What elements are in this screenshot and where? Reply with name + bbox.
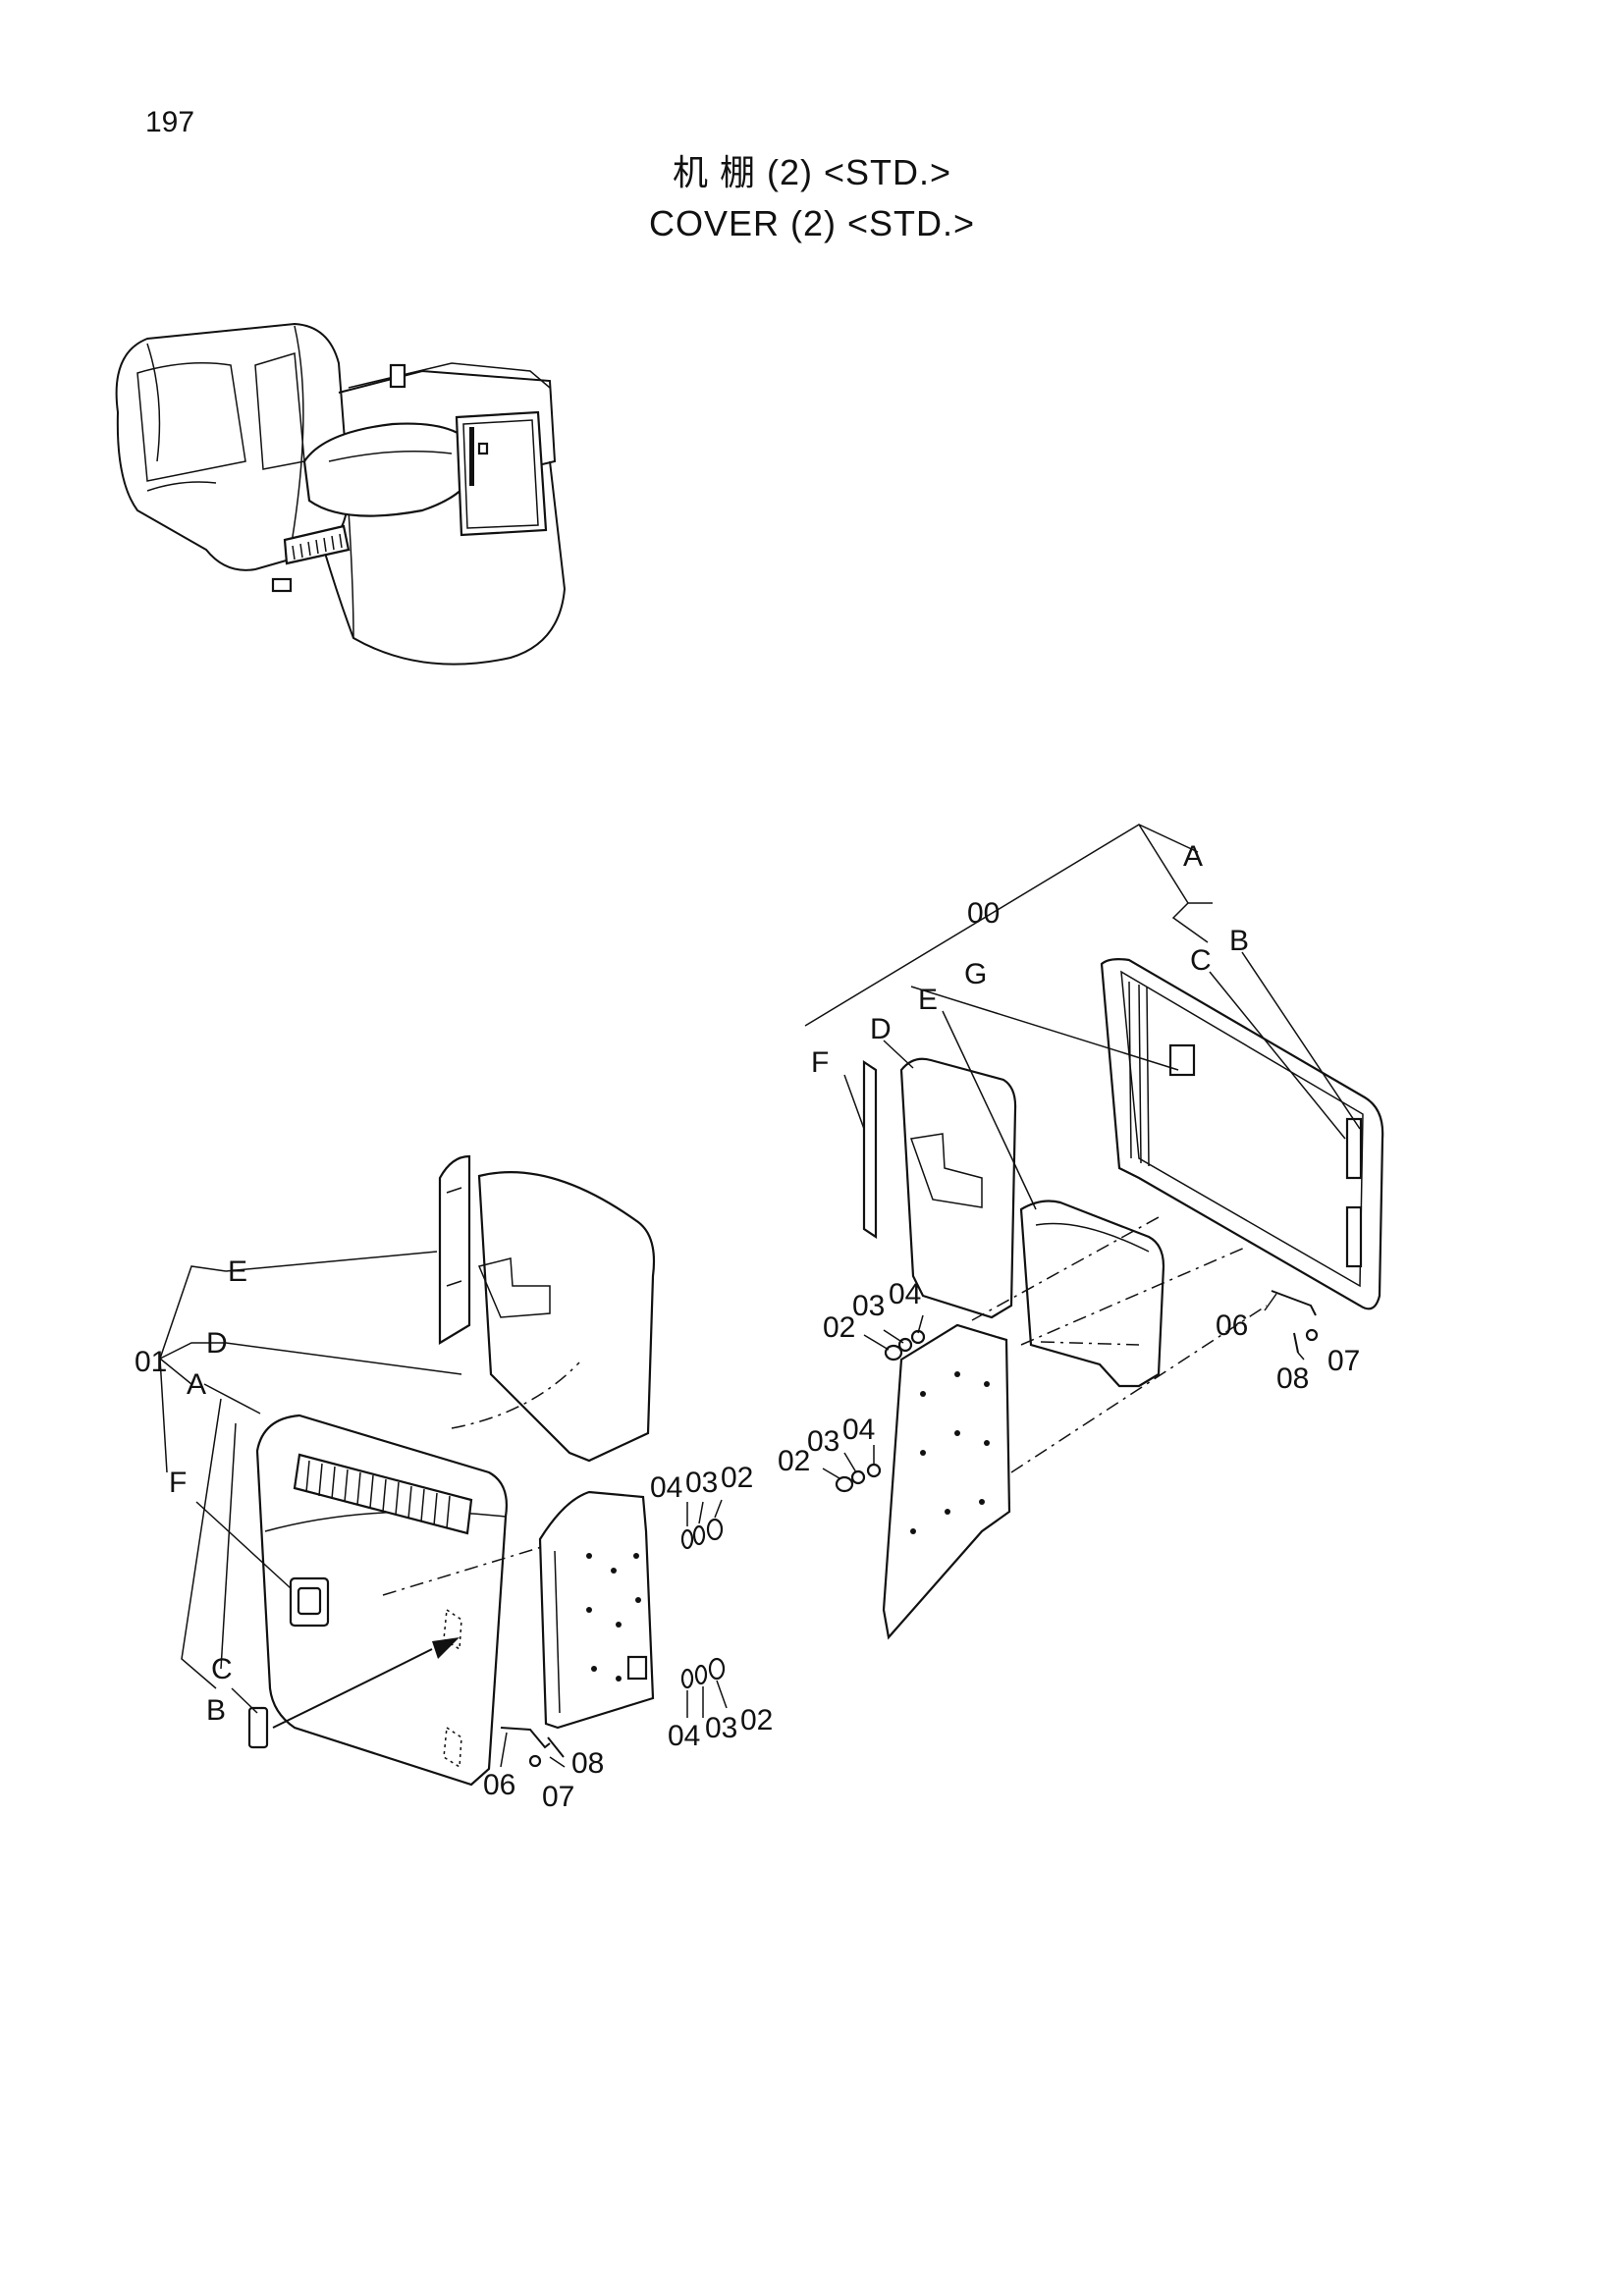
left-callout-02-upper: 02 [721, 1462, 753, 1494]
right-callout-d: D [870, 1013, 892, 1045]
right-callout-00: 00 [967, 897, 1000, 930]
left-callout-01: 01 [135, 1346, 167, 1378]
left-insulation-d [477, 1170, 656, 1463]
right-callout-f: F [811, 1046, 829, 1079]
left-callout-c: C [211, 1653, 233, 1685]
left-bracket-plate [538, 1490, 655, 1730]
right-callout-g: G [964, 958, 987, 990]
left-callout-08: 08 [571, 1747, 604, 1780]
left-latch-b [247, 1706, 269, 1749]
left-callout-04-lower: 04 [668, 1720, 700, 1752]
left-handle-f [289, 1576, 330, 1628]
right-callout-02-upper: 02 [823, 1311, 855, 1344]
left-callout-06: 06 [483, 1769, 515, 1801]
left-insulation-e [438, 1154, 471, 1345]
excavator-overview [115, 322, 567, 666]
right-callout-c: C [1190, 944, 1212, 977]
left-callout-02-lower: 02 [740, 1704, 773, 1736]
left-panel-louvers [293, 1453, 473, 1535]
right-callout-04-upper: 04 [889, 1278, 921, 1310]
page-title: 机 棚 (2) <STD.> COVER (2) <STD.> [0, 147, 1624, 249]
right-callout-02-lower: 02 [778, 1445, 810, 1477]
right-callout-b: B [1229, 925, 1249, 957]
left-callout-03-upper: 03 [685, 1467, 718, 1499]
title-chinese: 机 棚 (2) <STD.> [672, 152, 952, 192]
right-callout-06: 06 [1216, 1309, 1248, 1342]
right-callout-03-lower: 03 [807, 1425, 839, 1458]
louver-grille [283, 524, 351, 565]
left-callout-e: E [228, 1255, 247, 1288]
left-callout-a: A [187, 1368, 206, 1401]
right-insulation-e [1019, 1200, 1165, 1388]
left-callout-f: F [169, 1467, 187, 1499]
left-callout-03-lower: 03 [705, 1712, 737, 1744]
left-callout-04-upper: 04 [650, 1471, 682, 1504]
right-callout-a: A [1183, 840, 1203, 873]
right-insulation-d [899, 1057, 1017, 1319]
left-callout-b: B [206, 1694, 226, 1727]
title-english: COVER (2) <STD.> [648, 203, 976, 243]
left-callout-d: D [206, 1327, 228, 1360]
right-callout-03-upper: 03 [852, 1290, 885, 1322]
left-callout-07: 07 [542, 1781, 574, 1813]
assembly-arrow [272, 1648, 433, 1729]
right-callout-08: 08 [1276, 1362, 1309, 1395]
left-fasteners-lower [680, 1657, 726, 1689]
right-cover-assembly: A 00 B C G E D F 02 03 04 02 03 04 06 07… [778, 824, 1384, 1640]
right-bracket-plate [882, 1323, 1011, 1640]
right-callout-04-lower: 04 [842, 1414, 875, 1446]
left-cover-assembly: E D 01 A F C B 04 03 02 04 03 02 06 07 0… [135, 1154, 773, 1813]
right-strip-f [862, 1059, 878, 1240]
right-fasteners-lower [835, 1463, 882, 1493]
left-fasteners-upper [680, 1518, 724, 1550]
right-callout-e: E [918, 984, 938, 1016]
page-number: 197 [145, 106, 195, 138]
right-callout-07: 07 [1327, 1345, 1360, 1377]
